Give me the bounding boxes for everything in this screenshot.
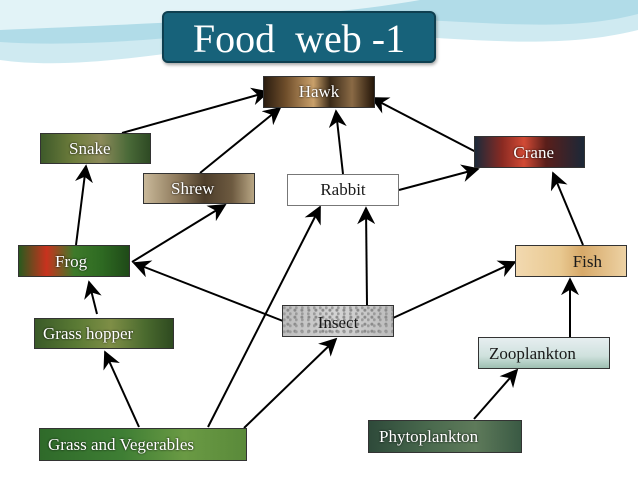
arrow-insect-to-rabbit [357, 206, 376, 306]
arrow-insect-to-fish [392, 260, 517, 319]
node-phyto-label: Phytoplankton [379, 427, 479, 446]
node-hawk: Hawk [263, 76, 375, 108]
node-snake-label: Snake [69, 139, 111, 158]
arrow-grasshopper-to-frog [84, 280, 102, 315]
node-hawk-label: Hawk [298, 82, 340, 101]
node-rabbit: Rabbit [287, 174, 399, 206]
arrow-snake-to-hawk [121, 87, 270, 134]
node-crane: Crane [474, 136, 585, 168]
arrow-grass-to-insect [243, 337, 338, 429]
node-shrew-label: Shrew [171, 179, 215, 198]
arrow-phyto-to-zooplankton [473, 368, 519, 420]
node-frog-label: Frog [55, 251, 88, 271]
node-phytoplankton: Phytoplankton [368, 420, 522, 453]
arrow-frog-to-shrew [131, 204, 227, 263]
arrow-shrew-to-hawk [199, 106, 282, 174]
arrow-frog-to-snake [75, 164, 93, 246]
node-snake: Snake [40, 133, 151, 164]
arrow-rabbit-to-hawk [328, 109, 347, 175]
node-frog: Frog [18, 245, 130, 277]
node-grass-label: Grass and Vegerables [48, 435, 195, 454]
arrow-insect-to-frog [132, 260, 284, 322]
node-zooplankton-label: Zooplankton [489, 343, 576, 363]
arrow-crane-to-hawk [370, 97, 479, 154]
node-rabbit-label: Rabbit [320, 180, 366, 199]
node-grasshopper-label: Grass hopper [43, 324, 134, 343]
node-crane-label: Crane [513, 142, 554, 162]
arrow-fish-to-crane [550, 171, 584, 246]
page-title: Food web -1 [162, 11, 436, 63]
node-grass-and-vegetables: Grass and Vegerables [39, 428, 247, 461]
node-fish-label: Fish [572, 251, 602, 271]
node-fish: Fish [515, 245, 627, 277]
arrow-rabbit-to-crane [398, 164, 480, 191]
node-shrew: Shrew [143, 173, 255, 204]
arrow-grass-to-grasshopper [103, 350, 140, 428]
node-grasshopper: Grass hopper [34, 318, 174, 349]
node-insect-label: Insect [317, 313, 359, 332]
node-insect: Insect [282, 305, 394, 337]
node-zooplankton: Zooplankton [478, 337, 610, 369]
